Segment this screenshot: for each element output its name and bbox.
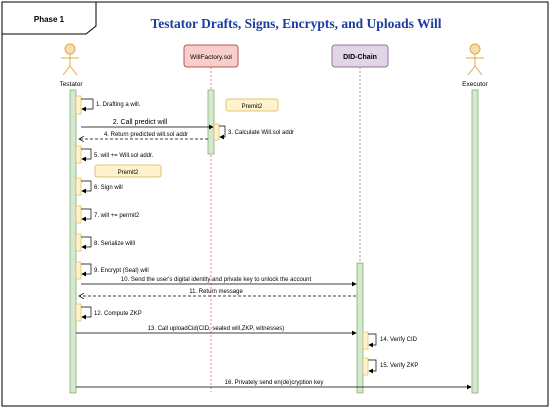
chain-label: DID-Chain [343, 54, 377, 61]
message-14-arrow [368, 333, 377, 348]
message-11-label: 11. Return message [189, 289, 243, 295]
message-13-label: 13. Call uploadCid(CID, sealed will,ZKP,… [148, 326, 285, 332]
message-3-arrow [219, 125, 226, 140]
testator-activations [75, 95, 82, 322]
message-3-label: 3. Calculate Will.sol addr [228, 130, 294, 136]
premit-note-1-label: Premit2 [242, 104, 263, 110]
executor-lifeline-bar [471, 89, 479, 394]
message-12-label: 12. Compute ZKP [94, 311, 142, 317]
message-7-arrow [81, 208, 92, 222]
premit-note-2 [94, 164, 162, 178]
message-8-label: 8. Serialize willl [94, 241, 135, 247]
message-15-arrow [368, 359, 377, 374]
testator-lifeline-bar [69, 89, 77, 394]
premit-note-2-label: Premit2 [118, 170, 139, 176]
message-1-label: 1. Drafting a will. [96, 102, 141, 108]
testator-label: Testator [59, 81, 83, 88]
message-1-arrow [81, 98, 94, 112]
chain-lifeline-bar [356, 262, 364, 394]
message-5-arrow [81, 148, 92, 162]
phase-label-box [1, 1, 97, 35]
message-7-label: 7. will += permit2 [94, 213, 140, 219]
factory-lifeline-bar [207, 89, 215, 155]
message-8-arrow [81, 236, 92, 250]
message-5-label: 5. will += Will.sol addr. [94, 153, 154, 159]
message-12-arrow [81, 306, 92, 320]
factory-label: WillFactory.sol [190, 54, 232, 61]
message-15-label: 15. Verify ZKP [380, 363, 418, 369]
factory-activation [213, 123, 220, 141]
message-6-arrow [81, 180, 92, 194]
message-4-label: 4. Return predicted will.sol addr [104, 132, 188, 138]
executor-actor-icon [466, 43, 484, 76]
message-9-arrow [81, 263, 92, 277]
diagram-title: Testator Drafts, Signs, Encrypts, and Up… [151, 16, 442, 31]
premit-note-1 [225, 98, 279, 112]
executor-label: Executor [462, 81, 488, 88]
message-16-label: 16. Privately send en(de)cryption key [225, 380, 324, 386]
message-10-label: 10. Send the user's digital identity and… [121, 277, 312, 283]
message-14-label: 14. Verify CID [380, 337, 418, 343]
chain-activations [362, 331, 369, 376]
testator-actor-icon [61, 43, 79, 76]
message-6-label: 6. Sign will [94, 185, 123, 191]
message-2-label: 2. Call predict will [113, 119, 168, 126]
phase-label: Phase 1 [34, 15, 65, 24]
message-9-label: 9. Encrypt (Seal) will [94, 268, 149, 274]
